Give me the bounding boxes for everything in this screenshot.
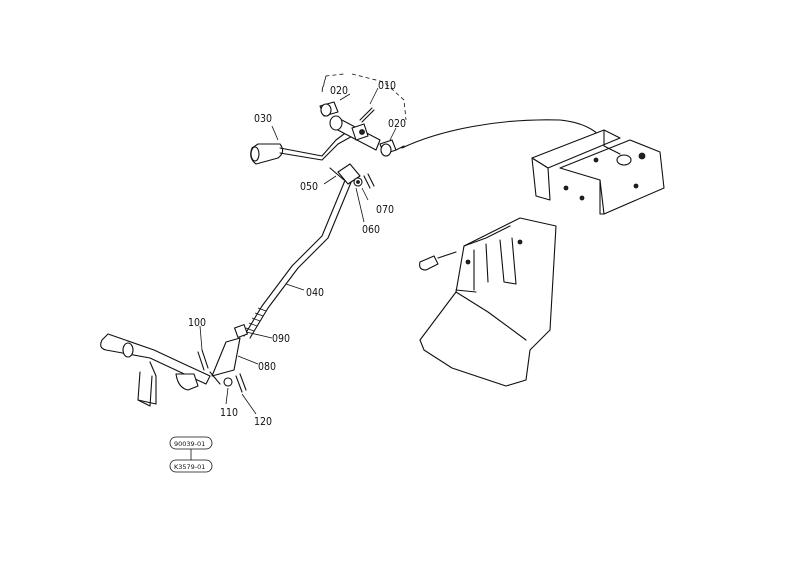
handle-lever-030 xyxy=(250,127,357,165)
pivot-group-outline xyxy=(321,73,407,121)
ref-bottom-frame xyxy=(169,459,213,473)
label-020-right: 020 xyxy=(388,118,406,130)
label-040: 040 xyxy=(306,287,324,299)
label-120: 120 xyxy=(254,416,272,428)
pivot-shaft xyxy=(319,101,397,157)
reference-codes: 90039-01 K3579-01 xyxy=(169,436,213,473)
label-020-top: 020 xyxy=(330,85,348,97)
label-030: 030 xyxy=(254,113,272,125)
label-080: 080 xyxy=(258,361,276,373)
lower-clevis xyxy=(197,324,248,393)
lower-arm xyxy=(100,333,211,407)
floor-plate xyxy=(419,217,557,387)
upper-clevis xyxy=(329,163,375,189)
control-rod-040 xyxy=(243,177,353,339)
label-110: 110 xyxy=(220,407,238,419)
label-060: 060 xyxy=(362,224,380,236)
label-050: 050 xyxy=(300,181,318,193)
label-010: 010 xyxy=(378,80,396,92)
control-cable xyxy=(395,119,601,151)
label-090: 090 xyxy=(272,333,290,345)
label-070: 070 xyxy=(376,204,394,216)
bracket-assembly xyxy=(531,129,665,215)
ref-bottom-code: K3579-01 xyxy=(174,463,205,471)
leader-lines xyxy=(199,87,397,415)
part-labels: 010 020 020 030 050 070 060 040 090 100 … xyxy=(188,80,406,428)
ref-top-code: 90039-01 xyxy=(174,440,205,448)
label-100: 100 xyxy=(188,317,206,329)
